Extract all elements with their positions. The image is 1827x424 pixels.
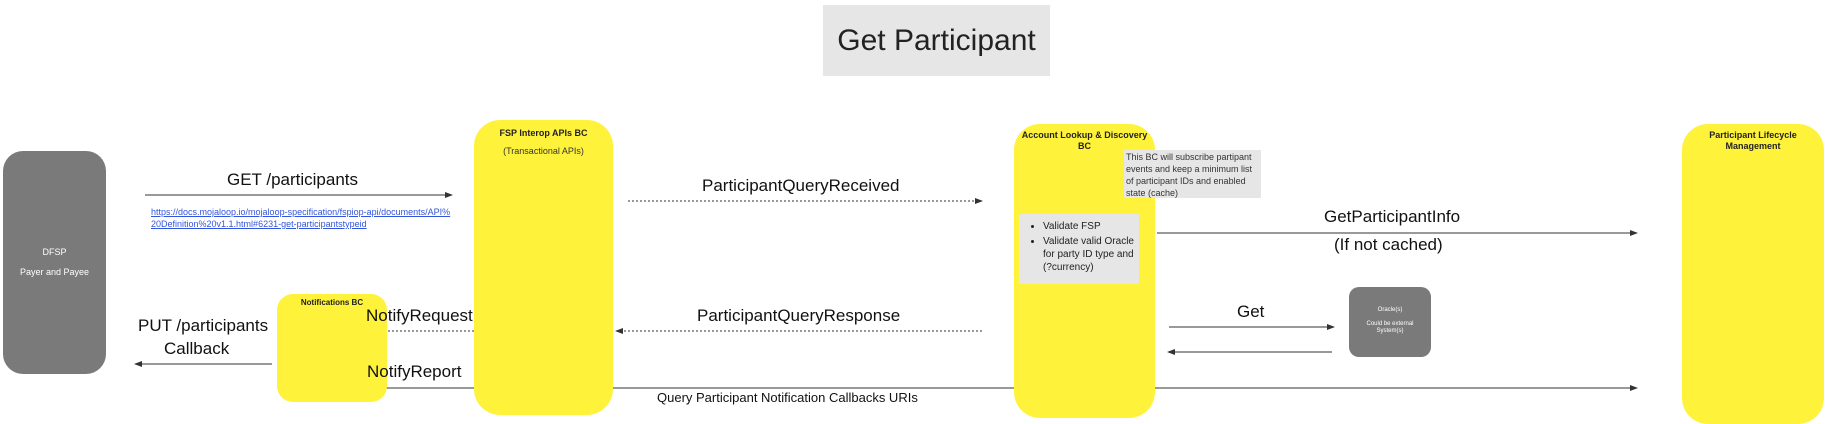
notifications-title: Notifications BC [300,298,364,307]
account-lookup-title: Account Lookup & Discovery BC [1021,130,1148,151]
diagram-title: Get Participant [823,5,1050,76]
oracle-label: Oracle(s) [1377,307,1403,313]
dfsp-label: DFSP [42,247,67,257]
oracle-sublabel: Could be external System(s) [1366,321,1414,334]
label-participant-query-received: ParticipantQueryReceived [702,176,900,195]
fsp-interop-subtitle: (Transactional APIs) [503,146,584,156]
notifications-node[interactable]: Notifications BC [277,294,387,402]
dfsp-node[interactable]: DFSP Payer and Payee [3,151,106,374]
fsp-interop-title: FSP Interop APIs BC [499,128,588,138]
fsp-interop-apis-node[interactable]: FSP Interop APIs BC (Transactional APIs) [474,120,613,415]
label-get-participants: GET /participants [227,170,359,189]
account-lookup-note: This BC will subscribe partipant events … [1124,150,1261,198]
label-query-callbacks: Query Participant Notification Callbacks… [657,390,918,405]
check-item: Validate FSP [1043,220,1139,233]
oracle-node[interactable]: Oracle(s) Could be external System(s) [1349,287,1431,357]
label-if-not-cached: (If not cached) [1334,235,1443,254]
label-get-participant-info: GetParticipantInfo [1324,207,1461,226]
label-get: Get [1237,302,1265,321]
dfsp-sublabel: Payer and Payee [19,267,90,277]
participant-lifecycle-node[interactable]: Participant Lifecycle Management [1682,124,1824,424]
spec-link[interactable]: https://docs.mojaloop.io/mojaloop-specif… [151,207,451,229]
label-notify-report: NotifyReport [367,362,462,381]
participant-lifecycle-title: Participant Lifecycle Management [1709,130,1797,151]
check-item: Validate valid Oracle for party ID type … [1043,235,1139,274]
label-participant-query-response: ParticipantQueryResponse [697,306,901,325]
label-notify-request: NotifyRequest [366,306,473,325]
validation-checklist: Validate FSP Validate valid Oracle for p… [1019,214,1139,284]
label-put-participants: PUT /participants [138,316,269,335]
label-put-participants-callback: Callback [164,339,230,358]
